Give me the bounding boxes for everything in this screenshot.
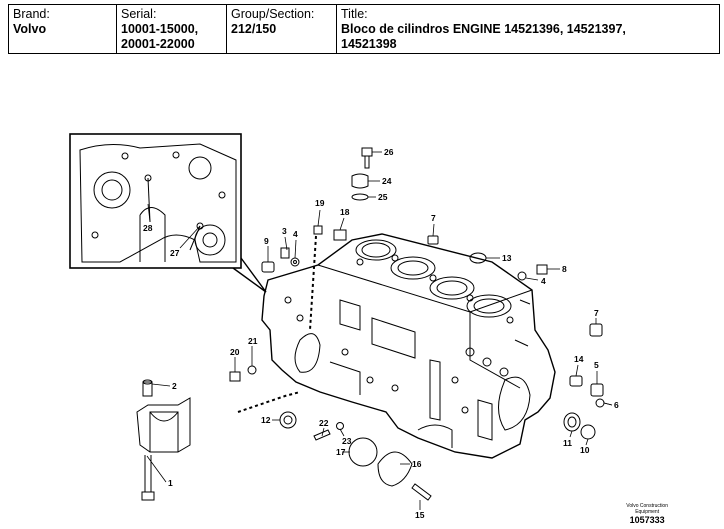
- header-table: Brand: Volvo Serial: 10001-15000, 20001-…: [8, 4, 720, 54]
- title-value-line1: Bloco de cilindros ENGINE 14521396, 1452…: [341, 22, 626, 36]
- callout-17: 17: [336, 447, 346, 457]
- callout-26: 26: [384, 147, 394, 157]
- title-label: Title:: [341, 7, 368, 21]
- detail-inset: [69, 133, 267, 293]
- callout-9: 9: [264, 236, 269, 246]
- callout-6: 6: [614, 400, 619, 410]
- serial-cell: Serial: 10001-15000, 20001-22000: [117, 5, 227, 53]
- callout-18: 18: [340, 207, 350, 217]
- cylinder-block: [261, 233, 556, 459]
- callout-5: 5: [594, 360, 599, 370]
- group-value: 212/150: [231, 22, 277, 36]
- group-cell: Group/Section: 212/150: [227, 5, 337, 53]
- callout-13: 13: [502, 253, 512, 263]
- callout-27: 27: [170, 248, 180, 258]
- callout-23: 23: [342, 436, 352, 446]
- callout-24: 24: [382, 176, 392, 186]
- org-line1: Volvo Construction: [626, 503, 668, 509]
- title-value-line2: 14521398: [341, 37, 397, 51]
- callout-10: 10: [580, 445, 590, 455]
- callout-8: 8: [562, 264, 567, 274]
- org-line2: Equipment: [635, 509, 660, 515]
- serial-value-line1: 10001-15000,: [121, 22, 199, 36]
- title-cell: Title: Bloco de cilindros ENGINE 1452139…: [337, 5, 719, 53]
- callout-7-top: 7: [431, 213, 436, 223]
- callout-7-right: 7: [594, 308, 599, 318]
- serial-label: Serial:: [121, 7, 157, 21]
- group-label: Group/Section:: [231, 7, 315, 21]
- callout-19: 19: [315, 198, 325, 208]
- drawing-number: 1057333: [629, 515, 665, 525]
- callout-2: 2: [172, 381, 177, 391]
- callout-12: 12: [261, 415, 271, 425]
- callout-labels: 1 2 3 4 9 19 18 26 24 25 7 13 8 4 7 14 5…: [143, 147, 619, 520]
- callout-3: 3: [282, 226, 287, 236]
- serial-value-line2: 20001-22000: [121, 37, 195, 51]
- leader-lines: [146, 151, 613, 510]
- brand-value: Volvo: [13, 22, 47, 36]
- callout-25: 25: [378, 192, 388, 202]
- callout-22: 22: [319, 418, 329, 428]
- callout-1: 1: [168, 478, 173, 488]
- callout-14: 14: [574, 354, 584, 364]
- callout-28: 28: [143, 223, 153, 233]
- callout-15: 15: [415, 510, 425, 520]
- brand-label: Brand:: [13, 7, 50, 21]
- brand-cell: Brand: Volvo: [9, 5, 117, 53]
- callout-20: 20: [230, 347, 240, 357]
- callout-4-right: 4: [541, 276, 546, 286]
- alignment-lines: [237, 235, 317, 413]
- callout-21: 21: [248, 336, 258, 346]
- drawing-footer: Volvo Construction Equipment 1057333: [626, 503, 668, 526]
- callout-16: 16: [412, 459, 422, 469]
- callout-4: 4: [293, 229, 298, 239]
- callout-11: 11: [563, 438, 572, 448]
